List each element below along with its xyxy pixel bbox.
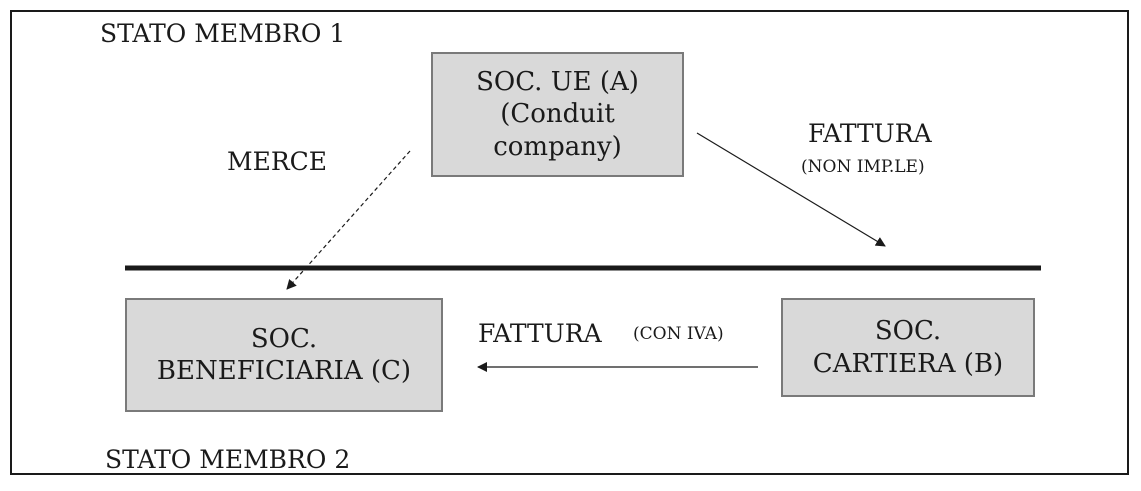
paper-mill-line1: SOC.	[874, 316, 942, 346]
beneficiary-line2: BENEFICIARIA (C)	[156, 356, 412, 386]
eu-company-line1: SOC. UE (A)	[476, 66, 639, 97]
paper-mill-company-box: SOC. CARTIERA (B)	[781, 298, 1035, 397]
invoice-no-tax-arrow	[696, 132, 886, 247]
member-state-2-label: STATO MEMBRO 2	[105, 445, 351, 474]
invoice-with-vat-note: (CON IVA)	[633, 324, 724, 344]
paper-mill-line2: CARTIERA (B)	[812, 348, 1004, 379]
beneficiary-line1: SOC.	[250, 323, 318, 354]
eu-company-box: SOC. UE (A) (Conduit company)	[431, 52, 684, 177]
member-state-1-label: STATO MEMBRO 1	[100, 19, 346, 48]
goods-label: MERCE	[227, 147, 328, 176]
invoice-no-tax-label: FATTURA	[808, 119, 932, 148]
eu-company-line2: (Conduit	[500, 99, 615, 130]
beneficiary-company-box: SOC. BENEFICIARIA (C)	[125, 298, 443, 412]
diagram-frame	[10, 10, 1129, 475]
invoice-with-vat-label: FATTURA	[478, 319, 602, 348]
goods-arrow	[286, 150, 411, 290]
invoice-no-tax-note: (NON IMP.LE)	[801, 157, 925, 177]
eu-company-line3: company)	[493, 131, 622, 162]
